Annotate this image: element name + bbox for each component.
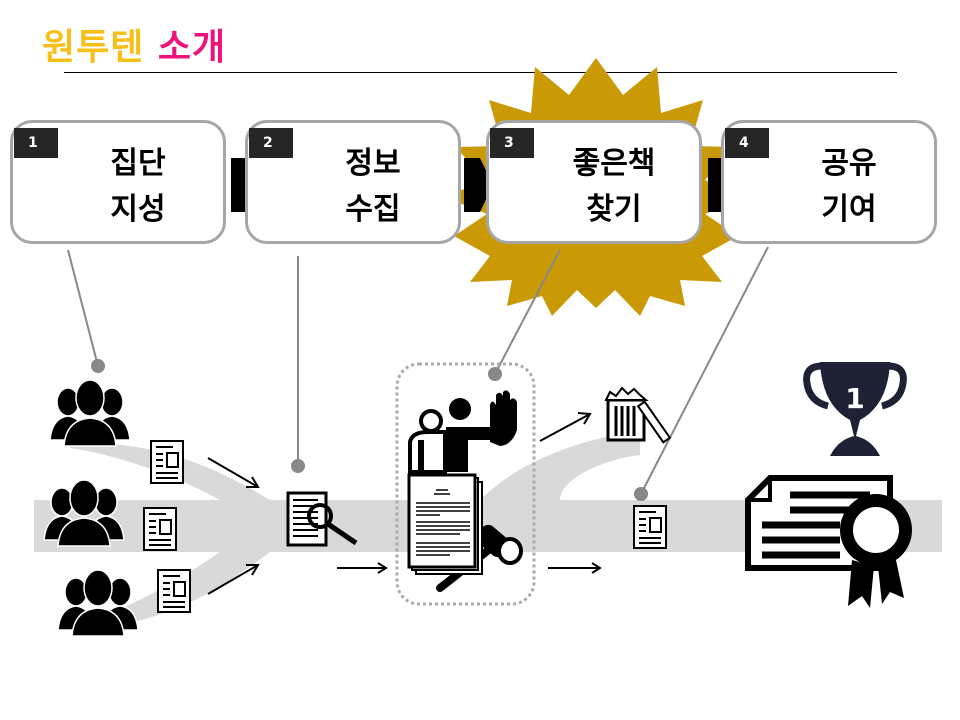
step-card-4[interactable]: 4 공유 기여: [721, 120, 937, 244]
connector-1: [67, 249, 99, 367]
document-icon: [143, 440, 667, 613]
title-intro: 소개: [157, 27, 227, 68]
trophy-number: 1: [845, 382, 864, 415]
step-label: 정보 수집: [345, 146, 401, 227]
title-divider: [64, 72, 897, 73]
step-number: 3: [490, 128, 534, 158]
evaluation-group: [395, 362, 536, 606]
connector-4: [640, 246, 769, 495]
document-search-icon: [286, 491, 358, 547]
step-number: 2: [249, 128, 293, 158]
step-number: 1: [14, 128, 58, 158]
page-title: 원투텐 소개: [42, 18, 226, 70]
step-label: 집단 지성: [110, 146, 166, 227]
connector-3: [494, 249, 561, 375]
flow-band-branch: [480, 430, 640, 500]
trash-icon: [604, 386, 672, 444]
step-label: 공유 기여: [821, 146, 877, 227]
people-group-icon: [43, 379, 139, 637]
step-arrow-2: [464, 158, 493, 212]
title-brand: 원투텐: [42, 27, 145, 68]
step-card-1[interactable]: 1 집단 지성: [10, 120, 226, 244]
contract-document-icon: [407, 473, 483, 575]
step-number: 4: [725, 128, 769, 158]
step-card-2[interactable]: 2 정보 수집: [245, 120, 461, 244]
stop-hand-people-icon: [408, 390, 517, 474]
step-label: 좋은책 찾기: [572, 146, 656, 227]
certificate-icon: [745, 475, 912, 608]
step-card-3[interactable]: 3 좋은책 찾기: [486, 120, 702, 244]
trophy-icon: 1: [803, 362, 907, 456]
flow-arrows: [207, 412, 602, 595]
